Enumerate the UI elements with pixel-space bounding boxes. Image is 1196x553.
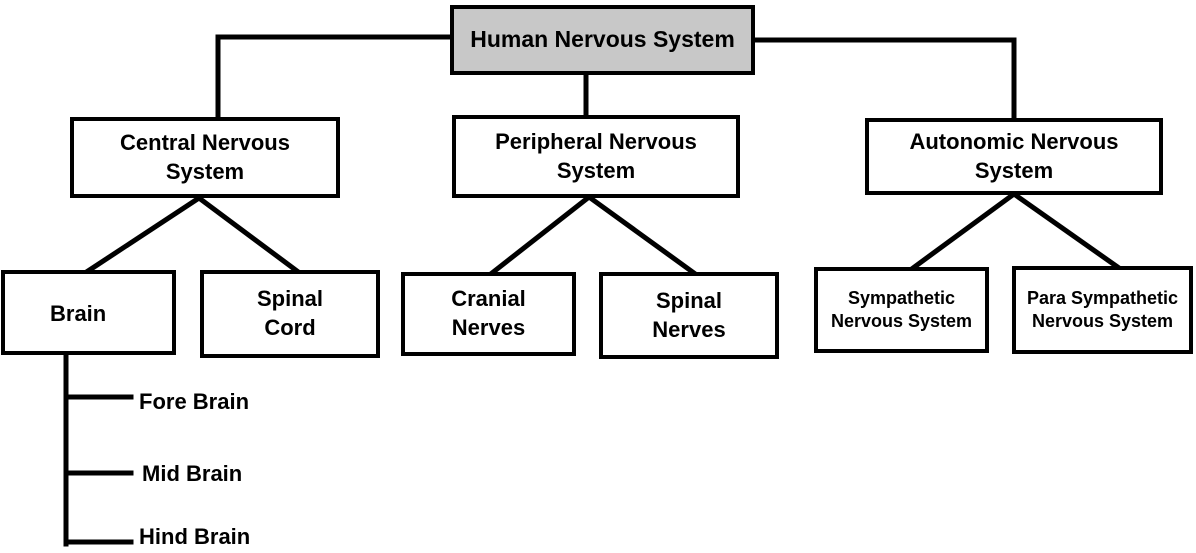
cranial-nerves-label: Cranial Nerves xyxy=(451,286,526,340)
node-autonomic-nervous-system: Autonomic Nervous System xyxy=(865,118,1163,195)
connector-central-spinal-cord xyxy=(195,194,301,275)
connector-root-central xyxy=(215,34,455,122)
connector-root-autonomic xyxy=(750,37,1017,124)
spinal-nerves-label: Spinal Nerves xyxy=(652,287,726,342)
node-sympathetic-nervous-system: Sympathetic Nervous System xyxy=(814,267,989,353)
node-spinal-nerves: Spinal Nerves xyxy=(599,272,779,359)
leaf-mid-brain: Mid Brain xyxy=(142,461,243,486)
node-para-sympathetic-nervous-system: Para Sympathetic Nervous System xyxy=(1012,266,1193,354)
root-label: Human Nervous System xyxy=(470,26,735,53)
brain-label: Brain xyxy=(50,301,107,326)
central-nervous-system-label: Central Nervous System xyxy=(120,129,290,184)
node-peripheral-nervous-system: Peripheral Nervous System xyxy=(452,115,740,198)
node-brain: Brain xyxy=(1,270,176,355)
connector-autonomic-parasympathetic xyxy=(1010,190,1123,272)
peripheral-nervous-system-label: Peripheral Nervous System xyxy=(495,128,697,183)
node-spinal-cord: Spinal Cord xyxy=(200,270,380,358)
root-node: Human Nervous System xyxy=(450,5,755,75)
spinal-cord-label: Spinal Cord xyxy=(256,286,323,340)
connector-central-brain xyxy=(84,194,203,275)
sympathetic-nervous-system-label: Sympathetic Nervous System xyxy=(830,287,973,331)
connector-peripheral-spinal-nerves xyxy=(585,193,698,277)
node-cranial-nerves: Cranial Nerves xyxy=(401,272,576,356)
autonomic-nervous-system-label: Autonomic Nervous System xyxy=(909,128,1119,183)
leaf-fore-brain: Fore Brain xyxy=(139,389,250,414)
connector-peripheral-cranial xyxy=(488,193,593,277)
connector-autonomic-sympathetic xyxy=(909,190,1018,272)
para-sympathetic-nervous-system-label: Para Sympathetic Nervous System xyxy=(1026,287,1179,331)
node-central-nervous-system: Central Nervous System xyxy=(70,117,340,198)
leaf-hind-brain: Hind Brain xyxy=(139,524,251,549)
